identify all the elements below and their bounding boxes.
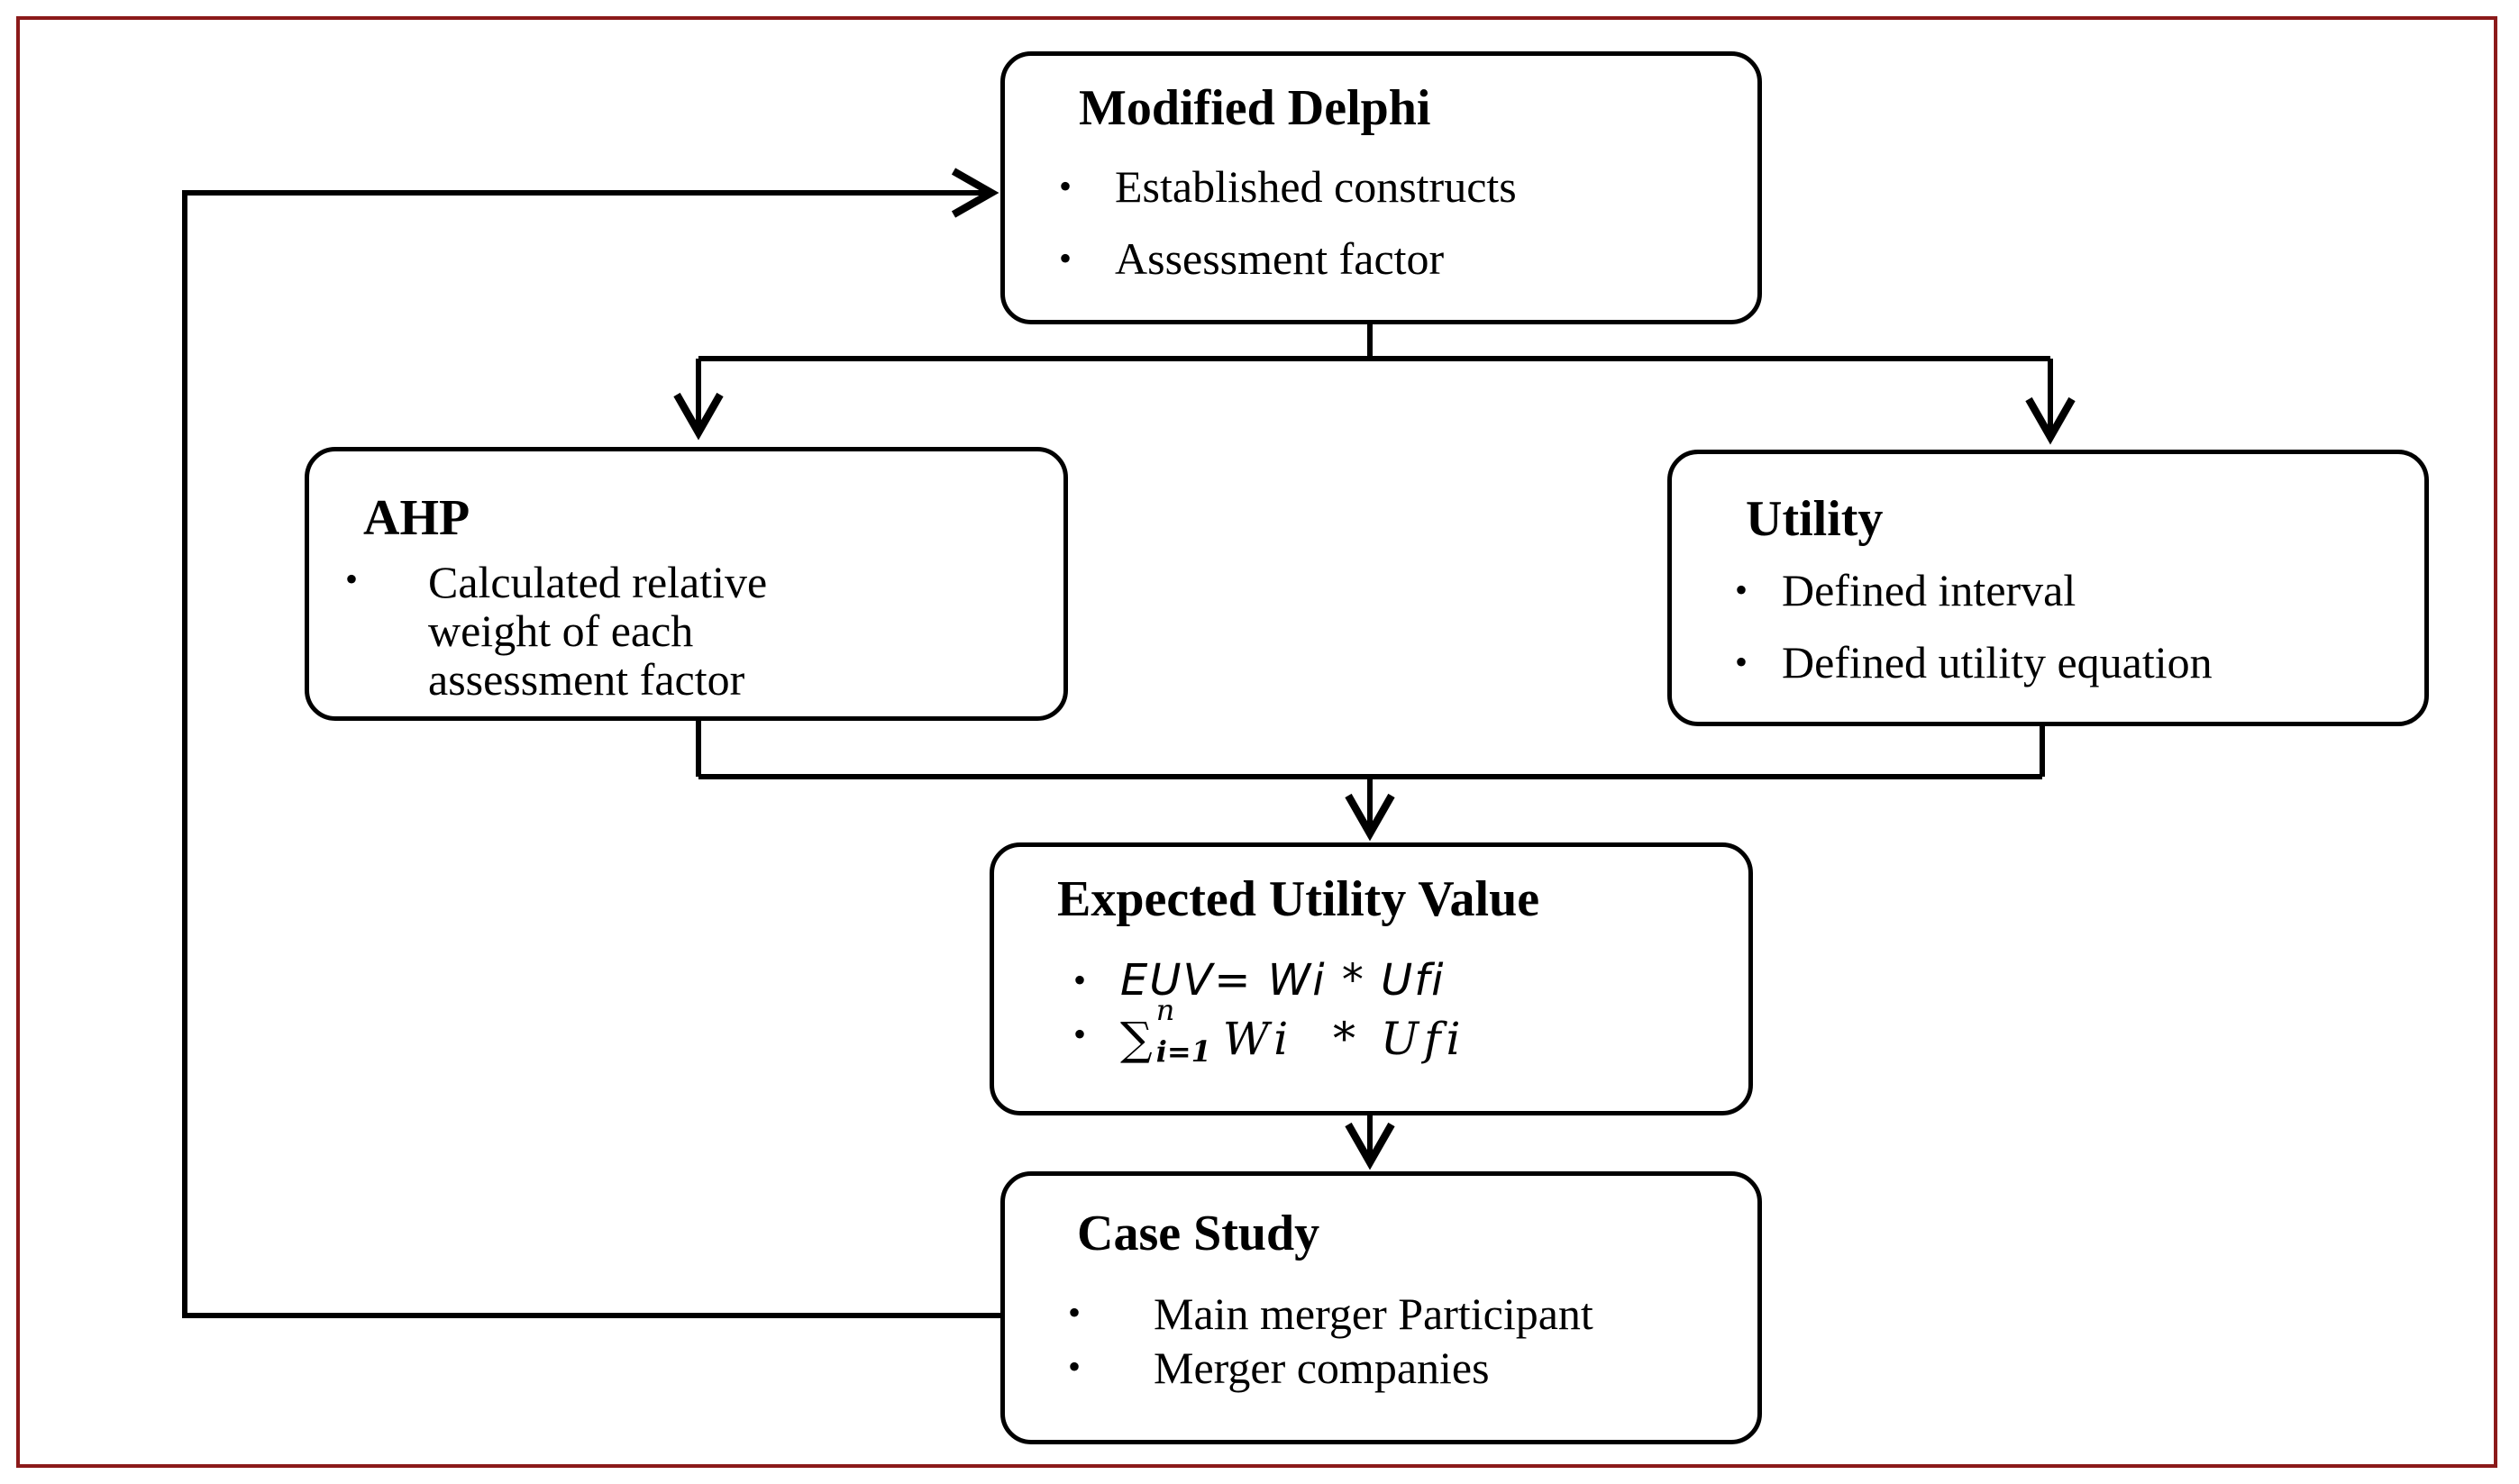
euv-formula: EUV= Wi * Ufi <box>1120 955 1446 1006</box>
bullet-icon: • <box>1073 1014 1087 1054</box>
ahp-item-line: assessment factor <box>428 654 745 705</box>
euv-sum-formula: ∑n i=1 Wi * Ufi <box>1120 993 1466 1069</box>
modified-delphi-title: Modified Delphi <box>1079 80 1431 136</box>
bullet-icon: • <box>1068 1292 1082 1333</box>
case-study-title: Case Study <box>1077 1206 1320 1261</box>
list-item-text: Established constructs <box>1115 161 1517 212</box>
ahp-item-line: Calculated relative <box>428 557 768 607</box>
euv-box: Expected Utility Value • EUV= Wi * Ufi •… <box>990 842 1753 1115</box>
bullet-icon: • <box>1073 960 1087 1000</box>
bullet-icon: • <box>1068 1346 1082 1387</box>
bullet-icon: • <box>1059 238 1072 278</box>
bullet-icon: • <box>345 559 359 599</box>
ahp-title: AHP <box>363 490 470 546</box>
sum-lower-limit: i=1 <box>1155 1034 1211 1069</box>
ahp-item-text: Calculated relative weight of each asses… <box>428 558 767 704</box>
case-study-box: Case Study • Main merger Participant • M… <box>1000 1171 1762 1444</box>
bullet-icon: • <box>1059 166 1072 206</box>
modified-delphi-box: Modified Delphi • Established constructs… <box>1000 51 1762 324</box>
case-study-item-text: Merger companies <box>1154 1343 1490 1393</box>
ahp-item-line: weight of each <box>428 605 694 656</box>
euv-title: Expected Utility Value <box>1057 871 1540 927</box>
bullet-icon: • <box>1735 569 1748 610</box>
list-item-text: Defined interval <box>1782 565 2076 615</box>
list-item-text: Assessment factor <box>1115 233 1445 284</box>
case-study-item-text: Main merger Participant <box>1154 1288 1593 1339</box>
sum-upper-limit: n <box>1155 993 1175 1027</box>
sum-term: Wi * Ufi <box>1222 1013 1466 1065</box>
utility-box: Utility • Defined interval • Defined uti… <box>1667 450 2429 726</box>
ahp-box: AHP • Calculated relative weight of each… <box>305 447 1068 721</box>
list-item-text: Defined utility equation <box>1782 637 2213 687</box>
sum-symbol: ∑ <box>1120 1013 1153 1065</box>
utility-title: Utility <box>1746 491 1884 547</box>
bullet-icon: • <box>1735 642 1748 682</box>
feedback-loop-arrow <box>182 168 1000 1318</box>
